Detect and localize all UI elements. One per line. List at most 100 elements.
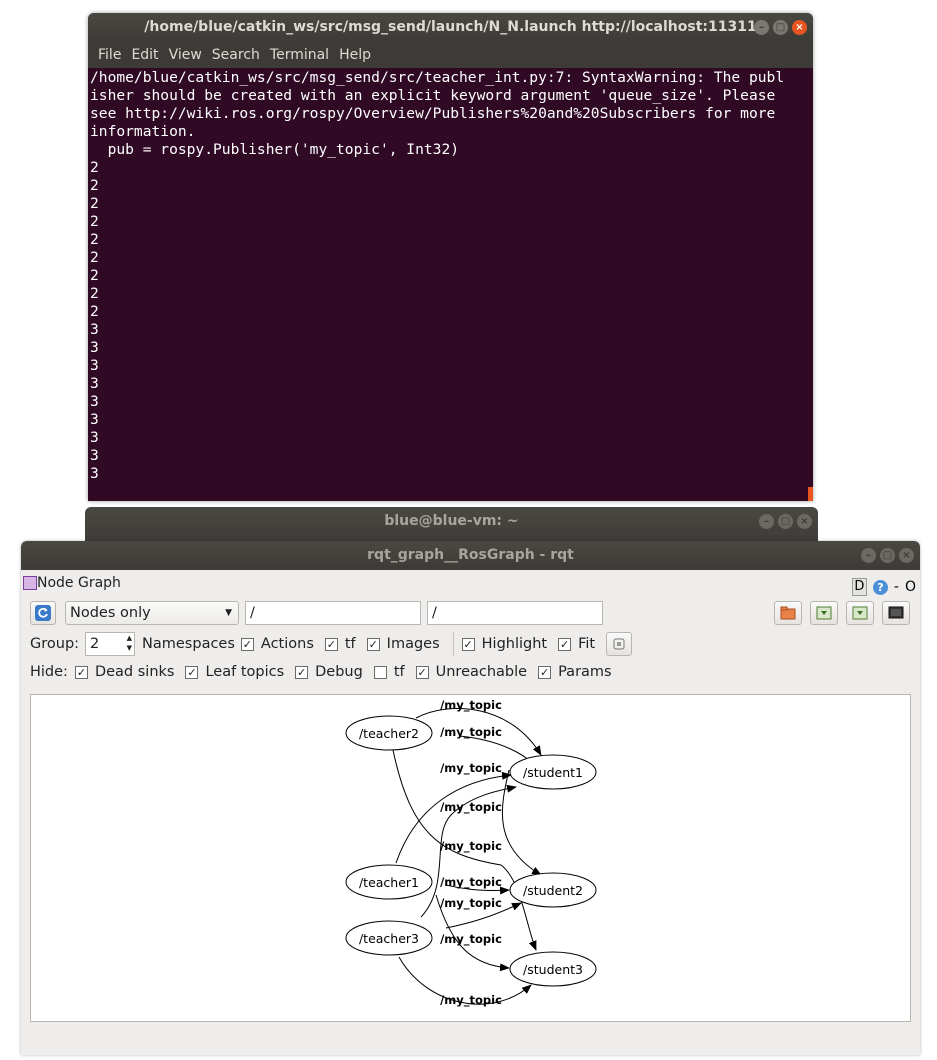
tf-label: tf bbox=[344, 636, 356, 652]
topic-filter-input[interactable]: / bbox=[427, 601, 603, 625]
chevron-down-icon: ▼ bbox=[225, 608, 232, 618]
minimize-icon[interactable]: – bbox=[759, 514, 774, 529]
node-student2-label: /student2 bbox=[523, 883, 583, 898]
namespace-filter-input[interactable]: / bbox=[245, 601, 421, 625]
debug-option[interactable]: ✓ Debug bbox=[295, 664, 363, 680]
leaf-topics-option[interactable]: ✓ Leaf topics bbox=[185, 664, 284, 680]
close-icon[interactable]: × bbox=[792, 20, 807, 35]
minimize-icon[interactable]: – bbox=[754, 20, 769, 35]
spin-up-icon[interactable]: ▲ bbox=[126, 634, 133, 642]
maximize-icon[interactable]: □ bbox=[880, 548, 895, 563]
unreachable-option[interactable]: ✓ Unreachable bbox=[415, 664, 527, 680]
tf-checkbox[interactable]: ✓ bbox=[366, 637, 380, 651]
ros-graph[interactable]: /teacher2 /student1 /teacher1 /student2 … bbox=[31, 695, 910, 1021]
edge-teacher3-student1[interactable] bbox=[420, 784, 517, 918]
terminal-line: 2 bbox=[90, 285, 99, 302]
minimize-plugin-button[interactable]: - bbox=[893, 579, 899, 595]
menu-file[interactable]: File bbox=[98, 47, 122, 63]
graph-nodes: /teacher2 /student1 /teacher1 /student2 … bbox=[345, 715, 597, 987]
hide-tf-option[interactable]: tf bbox=[373, 664, 405, 680]
menu-help[interactable]: Help bbox=[339, 47, 371, 63]
close-icon[interactable]: × bbox=[899, 548, 914, 563]
node-student3[interactable] bbox=[509, 951, 597, 987]
save-image-button[interactable] bbox=[882, 601, 910, 625]
terminal-line: 2 bbox=[90, 177, 99, 194]
terminal-output[interactable]: /home/blue/catkin_ws/src/msg_send/src/te… bbox=[88, 68, 813, 484]
edge-teacher1-student2[interactable] bbox=[445, 884, 510, 895]
params-option[interactable]: ✓ Params bbox=[538, 664, 612, 680]
leaf-topics-checkbox[interactable]: ✓ bbox=[185, 665, 199, 679]
terminal-line: 3 bbox=[90, 465, 99, 482]
edge-label-8: /my_topic bbox=[440, 932, 502, 947]
edge-teacher2-student2[interactable] bbox=[501, 769, 542, 876]
save-dot-button[interactable] bbox=[810, 601, 838, 625]
node-student2[interactable] bbox=[509, 872, 597, 908]
edge-teacher1-student3[interactable] bbox=[435, 894, 510, 972]
unreachable-checkbox[interactable]: ✓ bbox=[415, 665, 429, 679]
node-teacher3[interactable] bbox=[345, 920, 433, 956]
highlight-option[interactable]: ✓ Highlight bbox=[461, 636, 547, 652]
edge-label-1: /my_topic bbox=[440, 698, 502, 713]
terminal-window-2[interactable]: blue@blue-vm: ~ – □ × bbox=[85, 507, 818, 547]
refresh-button[interactable] bbox=[30, 601, 56, 625]
params-checkbox[interactable]: ✓ bbox=[538, 665, 552, 679]
load-dot-button[interactable] bbox=[774, 601, 802, 625]
spin-down-icon[interactable]: ▼ bbox=[126, 644, 133, 652]
edge-label-9: /my_topic bbox=[440, 993, 502, 1008]
graph-edges bbox=[392, 708, 542, 1005]
group-spinbox[interactable]: 2 ▲ ▼ bbox=[85, 632, 136, 656]
fit-checkbox[interactable]: ✓ bbox=[558, 637, 572, 651]
menu-edit[interactable]: Edit bbox=[131, 47, 159, 63]
edge-teacher2-student3[interactable] bbox=[392, 749, 537, 951]
minimize-icon[interactable]: – bbox=[861, 548, 876, 563]
terminal2-title-bar[interactable]: blue@blue-vm: ~ – □ × bbox=[85, 507, 818, 536]
dead-sinks-checkbox[interactable]: ✓ bbox=[74, 665, 88, 679]
dock-button[interactable]: D bbox=[851, 578, 867, 596]
dead-sinks-label: Dead sinks bbox=[94, 664, 175, 680]
menu-terminal[interactable]: Terminal bbox=[269, 47, 330, 63]
graph-canvas[interactable]: /teacher2 /student1 /teacher1 /student2 … bbox=[30, 694, 911, 1022]
hide-tf-checkbox[interactable] bbox=[373, 665, 387, 679]
menu-search[interactable]: Search bbox=[211, 47, 260, 63]
mode-select[interactable]: Nodes only ▼ bbox=[65, 601, 239, 625]
node-student1[interactable] bbox=[509, 754, 597, 790]
edge-teacher2-student1-a[interactable] bbox=[415, 708, 542, 756]
menu-view[interactable]: View bbox=[168, 47, 202, 63]
edge-teacher3-student3[interactable] bbox=[398, 956, 532, 1005]
terminal-line: pub = rospy.Publisher('my_topic', Int32) bbox=[90, 141, 460, 158]
actions-label: Actions bbox=[260, 636, 314, 652]
terminal-line: 3 bbox=[90, 411, 99, 428]
terminal-window[interactable]: /home/blue/catkin_ws/src/msg_send/launch… bbox=[88, 13, 813, 501]
save-dot-icon bbox=[816, 606, 832, 620]
images-option[interactable]: ✓ Images bbox=[366, 636, 440, 652]
plugin-header: Node Graph D ? - O bbox=[21, 570, 920, 596]
node-teacher2-label: /teacher2 bbox=[359, 726, 419, 741]
namespaces-checkbox[interactable]: ✓ bbox=[240, 637, 254, 651]
node-teacher2[interactable] bbox=[345, 715, 433, 751]
close-icon[interactable]: × bbox=[797, 514, 812, 529]
rqt-title-bar[interactable]: rqt_graph__RosGraph - rqt – □ × bbox=[21, 541, 920, 570]
namespaces-option[interactable]: Namespaces ✓ Actions bbox=[142, 636, 314, 652]
highlight-checkbox[interactable]: ✓ bbox=[461, 637, 475, 651]
maximize-icon[interactable]: □ bbox=[778, 514, 793, 529]
terminal-line: information. bbox=[90, 123, 196, 140]
rqt-window[interactable]: rqt_graph__RosGraph - rqt – □ × Node Gra… bbox=[21, 541, 920, 1055]
terminal-line: 3 bbox=[90, 447, 99, 464]
edge-teacher3-student2[interactable] bbox=[445, 902, 522, 929]
group-value: 2 bbox=[90, 636, 100, 652]
maximize-icon[interactable]: □ bbox=[773, 20, 788, 35]
fit-in-view-button[interactable] bbox=[606, 632, 633, 656]
dead-sinks-option[interactable]: ✓ Dead sinks bbox=[74, 664, 175, 680]
rqt-title: rqt_graph__RosGraph - rqt bbox=[367, 547, 574, 563]
close-plugin-button[interactable]: O bbox=[904, 579, 916, 595]
refresh-icon bbox=[35, 605, 51, 621]
help-icon[interactable]: ? bbox=[872, 579, 888, 595]
debug-checkbox[interactable]: ✓ bbox=[295, 665, 309, 679]
edge-teacher1-student1[interactable] bbox=[395, 771, 512, 864]
actions-checkbox[interactable]: ✓ bbox=[324, 637, 338, 651]
node-teacher1[interactable] bbox=[345, 864, 433, 900]
save-svg-button[interactable] bbox=[846, 601, 874, 625]
terminal-title-bar[interactable]: /home/blue/catkin_ws/src/msg_send/launch… bbox=[88, 13, 813, 42]
tf-option[interactable]: ✓ tf bbox=[324, 636, 356, 652]
fit-option[interactable]: ✓ Fit bbox=[558, 636, 595, 652]
